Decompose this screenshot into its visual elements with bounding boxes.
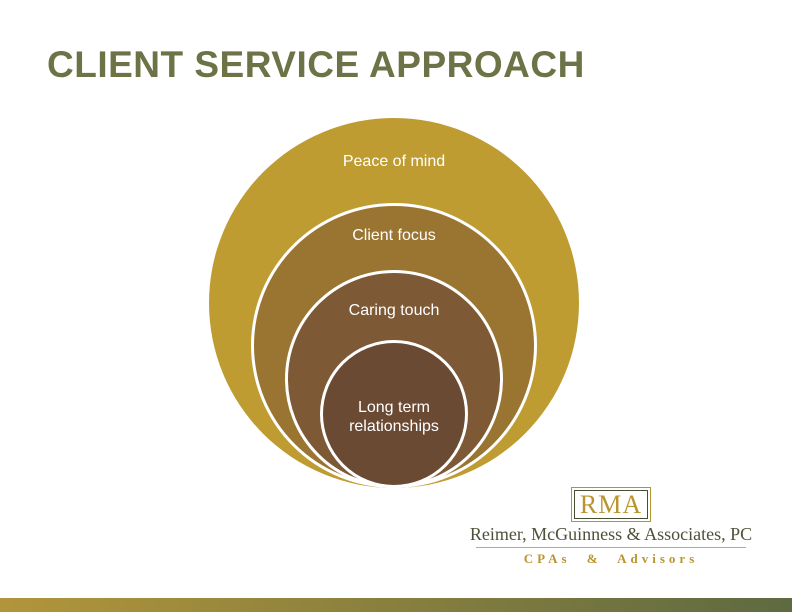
circle-label-caring-touch: Caring touch [348,302,440,319]
circle-label-long-term-relationships: Long term relationships [349,399,439,435]
logo-monogram-box: RMA [570,487,652,522]
logo-monogram: RMA [573,490,649,519]
footer-bar [0,598,792,612]
company-logo: RMA Reimer, McGuinness & Associates, PC … [446,487,776,567]
venn-circle-long-term-relationships [320,340,468,488]
logo-divider [476,547,746,548]
circle-label-client-focus: Client focus [352,227,436,244]
company-name: Reimer, McGuinness & Associates, PC [469,524,753,544]
page-title: CLIENT SERVICE APPROACH [47,44,585,85]
company-tagline: CPAs & Advisors [523,551,699,566]
circle-label-peace-of-mind: Peace of mind [342,153,446,170]
